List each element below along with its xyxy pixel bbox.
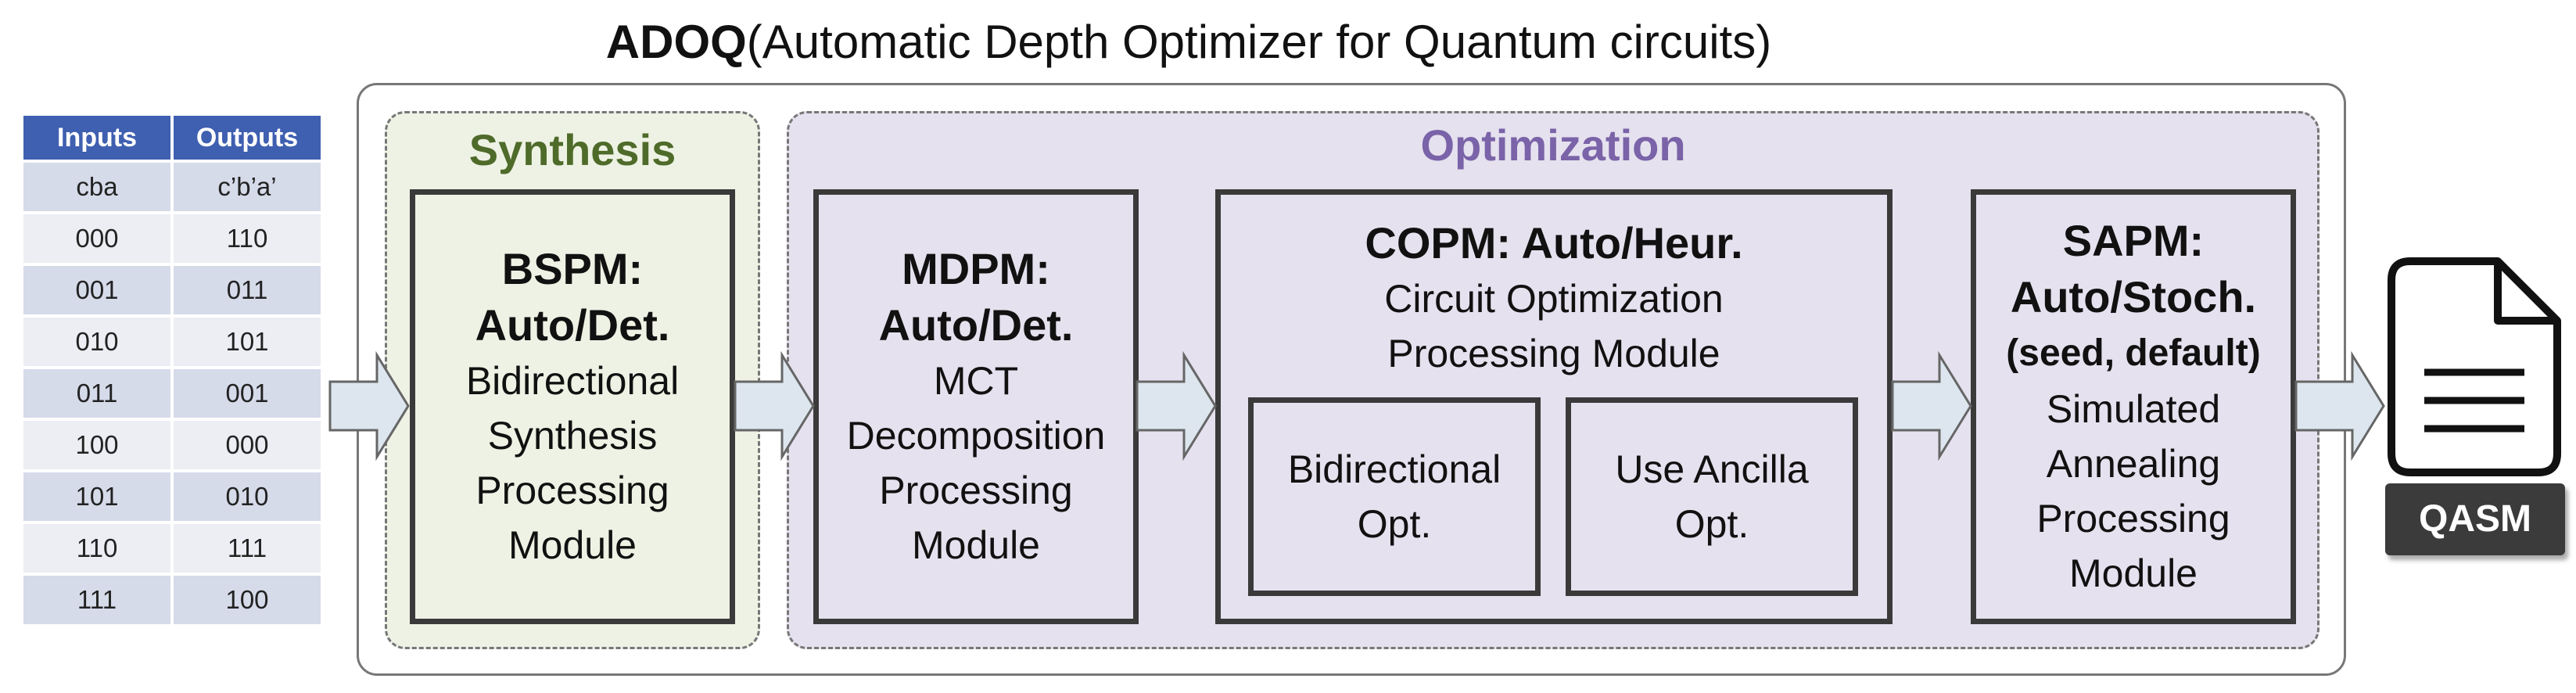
output-cell: 001 (174, 369, 321, 418)
arrow-right-icon (734, 350, 815, 461)
outputs-header: Outputs (174, 116, 321, 160)
mdpm-module: MDPM: Auto/Det. MCT Decomposition Proces… (813, 189, 1139, 624)
diagram-title: ADOQ(Automatic Depth Optimizer for Quant… (0, 11, 2377, 74)
output-cell: 110 (174, 214, 321, 263)
bspm-module: BSPM: Auto/Det. Bidirectional Synthesis … (410, 189, 735, 624)
synthesis-title: Synthesis (468, 125, 676, 174)
title-expansion: (Automatic Depth Optimizer for Quantum c… (746, 16, 1772, 68)
arrow-right-icon (328, 350, 410, 461)
input-cell: 111 (23, 576, 170, 624)
output-cell: 010 (174, 472, 321, 521)
input-cell: 110 (23, 524, 170, 573)
arrow-right-icon (1891, 350, 1972, 461)
output-cell: c’b’a’ (174, 163, 321, 211)
title-acronym: ADOQ (605, 16, 747, 68)
output-cell: 011 (174, 266, 321, 314)
document-icon (2388, 257, 2561, 476)
input-cell: 000 (23, 214, 170, 263)
input-cell: 101 (23, 472, 170, 521)
use-ancilla-opt-submodule: Use Ancilla Opt. (1566, 397, 1858, 596)
bspm-name: BSPM: Auto/Det. (475, 244, 670, 350)
optimization-title: Optimization (1420, 120, 1686, 170)
qasm-output-label: QASM (2385, 483, 2565, 555)
output-cell: 000 (174, 421, 321, 469)
input-cell: 100 (23, 421, 170, 469)
sapm-module: SAPM: Auto/Stoch. (seed, default) Simula… (1971, 189, 2296, 624)
table-header-row: Inputs Outputs (23, 116, 321, 160)
bspm-description: Bidirectional Synthesis Processing Modul… (465, 359, 680, 567)
input-cell: 001 (23, 266, 170, 314)
output-cell: 101 (174, 318, 321, 366)
output-cell: 111 (174, 524, 321, 573)
output-cell: 100 (174, 576, 321, 624)
sapm-name: SAPM: Auto/Stoch. (2010, 216, 2257, 321)
inputs-header: Inputs (23, 116, 170, 160)
bidirectional-opt-submodule: Bidirectional Opt. (1248, 397, 1541, 596)
arrow-right-icon (2294, 350, 2385, 461)
sapm-description: Simulated Annealing Processing Module (2036, 387, 2230, 595)
arrow-right-icon (1136, 350, 1217, 461)
mdpm-name: MDPM: Auto/Det. (878, 244, 1074, 350)
input-cell: cba (23, 163, 170, 211)
sapm-seed: (seed, default) (2006, 332, 2261, 374)
input-cell: 011 (23, 369, 170, 418)
input-cell: 010 (23, 318, 170, 366)
copm-name: COPM: Auto/Heur. (1365, 218, 1743, 268)
copm-description: Circuit Optimization Processing Module (1384, 277, 1724, 375)
mdpm-description: MCT Decomposition Processing Module (846, 359, 1106, 567)
